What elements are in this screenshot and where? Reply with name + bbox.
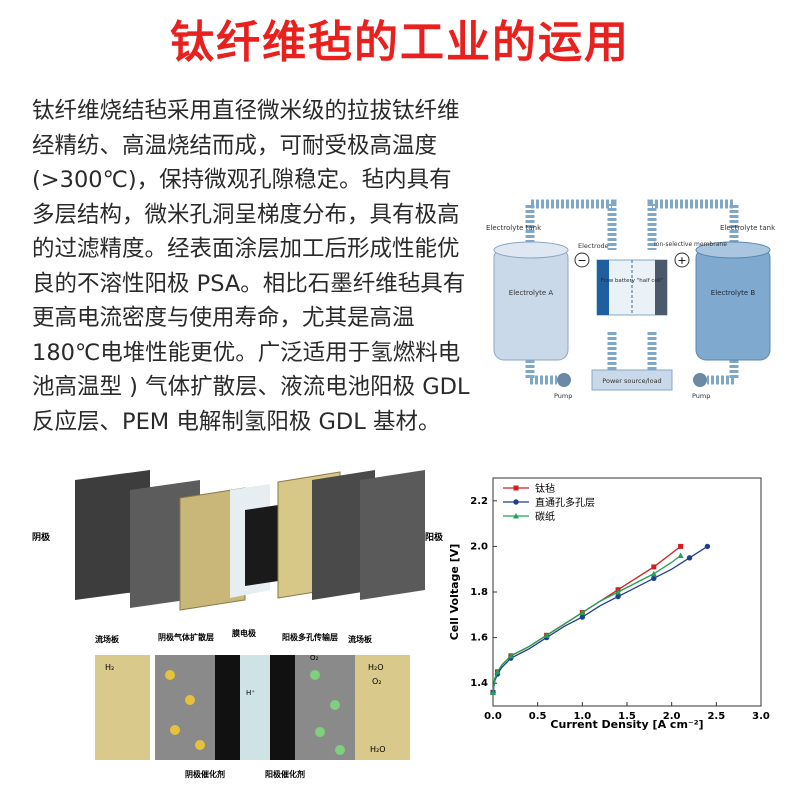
tank-label-right: Electrolyte tank — [720, 224, 776, 232]
tank-a — [493, 241, 569, 361]
cathode-gdl-section — [155, 655, 215, 760]
series-line-1 — [492, 545, 708, 693]
fuel-cell-stack-diagram: 阴极 阳极 流场板 阴极气体扩散层 膜电极 阳极多孔传输层 流场板 H₂ H₂O… — [32, 470, 444, 779]
legend-marker — [513, 499, 519, 505]
power-box — [591, 369, 673, 391]
cell-label: Flow battery "half cell" — [601, 278, 664, 284]
o-label: O₂ — [310, 654, 319, 662]
tank-b — [695, 241, 771, 361]
flow-battery-diagram: − + Electrolyte tank Electrolyte tank El… — [486, 199, 776, 400]
data-point — [650, 570, 657, 577]
power-label: Power source/load — [602, 377, 661, 385]
plate-right-dark — [360, 470, 425, 600]
pump-left-icon — [557, 373, 571, 387]
data-point — [704, 543, 711, 550]
data-point — [494, 668, 501, 675]
series-line-2 — [492, 555, 681, 693]
flow-field-right-section — [355, 655, 410, 760]
h2o-top-label: H₂O — [368, 663, 384, 672]
data-point — [651, 575, 657, 582]
hydrogen-bubbles — [165, 670, 205, 750]
anode-catalyst-section — [270, 655, 295, 760]
membrane-label: Ion-selective membrane — [654, 241, 727, 248]
legend-marker — [513, 485, 519, 491]
data-point — [507, 652, 514, 659]
h-plus-label: H⁺ — [246, 689, 255, 697]
electrolyte-b-label: Electrolyte B — [711, 289, 756, 297]
y-axis-label: Cell Voltage [V] — [448, 544, 461, 641]
anode-side-label: 阳极 — [425, 531, 444, 543]
flow-field-right-label: 流场板 — [348, 634, 373, 644]
data-point — [543, 632, 550, 638]
tank-label-left: Electrolyte tank — [486, 224, 542, 232]
y-tick-label: 1.8 — [470, 587, 488, 598]
legend-label: 碳纸 — [535, 510, 555, 523]
anode-ptl-label: 阳极多孔传输层 — [282, 632, 338, 642]
plate-left-gold — [179, 487, 246, 611]
flow-field-left-label: 流场板 — [95, 634, 120, 644]
x-axis-label: Current Density [A cm⁻²] — [550, 718, 703, 731]
electrolyte-a-label: Electrolyte A — [509, 289, 554, 297]
cathode-side-label: 阴极 — [32, 531, 51, 543]
data-point — [686, 555, 693, 561]
x-tick-label: 2.0 — [663, 711, 681, 722]
membrane-section — [240, 655, 270, 760]
data-point — [677, 552, 684, 559]
data-point — [615, 589, 622, 595]
h2o-bottom-label: H₂O — [370, 745, 386, 754]
data-point — [579, 614, 586, 620]
minus-label: − — [577, 254, 586, 267]
data-point — [490, 689, 496, 695]
plate-mea-dark — [245, 504, 285, 586]
legend-label: 钛毡 — [535, 482, 555, 495]
legend-label: 直通孔多孔层 — [535, 496, 595, 509]
flow-field-left-section — [95, 655, 150, 760]
page-title: 钛纤维毡的工业的运用 — [170, 17, 630, 68]
x-tick-label: 1.5 — [618, 711, 636, 722]
electrode-left — [597, 260, 609, 315]
x-tick-label: 1.0 — [573, 711, 591, 722]
anode-catalyst-label: 阳极催化剂 — [265, 769, 305, 779]
polarization-chart: 0.0 0.5 1.0 1.5 2.0 2.5 3.0 1.4 1.6 1.8 2.0 2.2 钛毡直通… — [448, 477, 770, 731]
x-tick-label: 0.5 — [529, 711, 547, 722]
data-point — [579, 609, 586, 616]
data-point — [678, 543, 684, 549]
plus-terminal-icon — [674, 252, 690, 268]
plus-label: + — [677, 254, 686, 267]
o2-label: O₂ — [372, 677, 382, 686]
pump-right-label: Pump — [692, 392, 710, 400]
cathode-gdl-label: 阴极气体扩散层 — [158, 632, 214, 642]
chart-layer: 0.0 0.5 1.0 1.5 2.0 2.5 3.0 1.4 1.6 1.8 2.0 2.2 钛毡直通… — [470, 482, 770, 722]
x-tick-label: 2.5 — [707, 711, 725, 722]
data-point — [615, 593, 621, 600]
data-point — [651, 564, 657, 570]
mea-label: 膜电极 — [232, 628, 256, 638]
cathode-catalyst-label: 阴极催化剂 — [185, 769, 225, 779]
oxygen-bubbles — [310, 670, 345, 755]
x-tick-label: 3.0 — [752, 711, 770, 722]
legend-marker — [513, 513, 519, 519]
minus-terminal-icon — [574, 252, 590, 268]
pump-left-label: Pump — [554, 392, 572, 400]
y-tick-label: 1.4 — [470, 678, 488, 689]
x-tick-label: 0.0 — [484, 711, 502, 722]
y-tick-label: 2.2 — [470, 496, 488, 507]
cathode-catalyst-section — [215, 655, 240, 760]
plate-right-gdl — [312, 470, 375, 600]
description-paragraph: 钛纤维烧结毡采用直径微米级的拉拔钛纤维经精纺、高温烧结而成，可耐受极高温度 (>… — [32, 98, 470, 435]
y-tick-label: 2.0 — [470, 541, 488, 552]
h2-label: H₂ — [105, 663, 114, 672]
electrode-right — [655, 260, 667, 315]
electrode-label: Electrode — [578, 242, 609, 250]
pump-right-icon — [693, 373, 707, 387]
anode-ptl-section — [295, 655, 355, 760]
y-tick-label: 1.6 — [470, 633, 488, 644]
